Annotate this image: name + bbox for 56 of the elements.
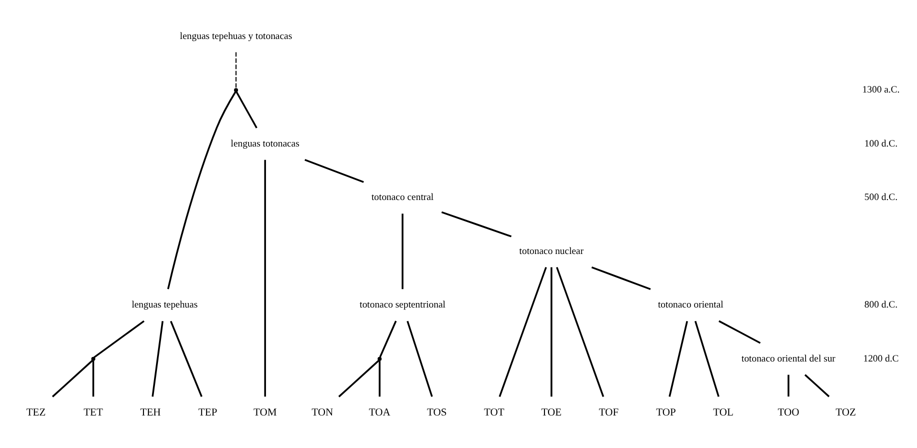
node-text: totonaco oriental del sur xyxy=(742,352,836,364)
node-text: TEP xyxy=(198,406,218,418)
connector xyxy=(668,320,688,396)
connector xyxy=(170,320,202,396)
node-text: TOE xyxy=(541,406,562,418)
label: 800 d.C. xyxy=(864,299,898,310)
node-circle xyxy=(91,356,96,360)
node-text: TOF xyxy=(598,406,619,418)
connector xyxy=(378,360,381,396)
node-text: TOO xyxy=(778,406,800,418)
node-text: TOL xyxy=(713,406,734,418)
node-text: TOP xyxy=(656,406,676,418)
node-text: TON xyxy=(312,406,334,418)
connector xyxy=(556,266,604,396)
connector xyxy=(379,320,397,357)
node-text: TOS xyxy=(427,406,447,418)
node-text: TOZ xyxy=(836,406,856,418)
node-text: totonaco central xyxy=(371,192,434,203)
node-text: totonaco nuclear xyxy=(519,245,584,256)
connector xyxy=(338,359,380,397)
connector xyxy=(264,159,266,396)
node-text: lenguas tepehuas xyxy=(132,299,198,310)
connector xyxy=(406,320,433,396)
node-text: TET xyxy=(84,406,103,418)
connector xyxy=(52,359,94,397)
connector xyxy=(236,52,237,88)
node-text: totonaco septentrional xyxy=(360,299,446,310)
node-text: TEH xyxy=(140,406,161,418)
node-text: lenguas tepehuas y totonacas xyxy=(180,30,292,42)
node-text: TOA xyxy=(368,406,390,418)
node-circle xyxy=(234,88,238,92)
connector xyxy=(152,320,164,396)
connector xyxy=(402,213,404,289)
label: 500 d.C. xyxy=(864,192,898,203)
connector xyxy=(804,374,830,397)
connector xyxy=(591,266,651,290)
node-text: totonaco oriental xyxy=(658,299,724,310)
label: 100 d.C. xyxy=(864,138,898,149)
node-text: lenguas totonacas xyxy=(230,138,300,149)
label: 1300 a.C. xyxy=(862,84,900,96)
node-text: TOT xyxy=(484,406,504,418)
connector xyxy=(167,90,236,289)
connector xyxy=(304,158,364,182)
connector xyxy=(550,266,552,396)
label: 1200 d.C xyxy=(863,352,899,364)
connector xyxy=(788,374,790,396)
node-text: TEZ xyxy=(26,406,46,418)
connector xyxy=(441,210,512,237)
connector xyxy=(236,90,258,128)
connector xyxy=(694,320,720,396)
node-circle xyxy=(378,356,382,360)
connector xyxy=(94,320,145,358)
connector xyxy=(718,320,761,344)
connector xyxy=(498,266,547,396)
connector xyxy=(92,360,94,396)
node-text: TOM xyxy=(253,406,277,418)
